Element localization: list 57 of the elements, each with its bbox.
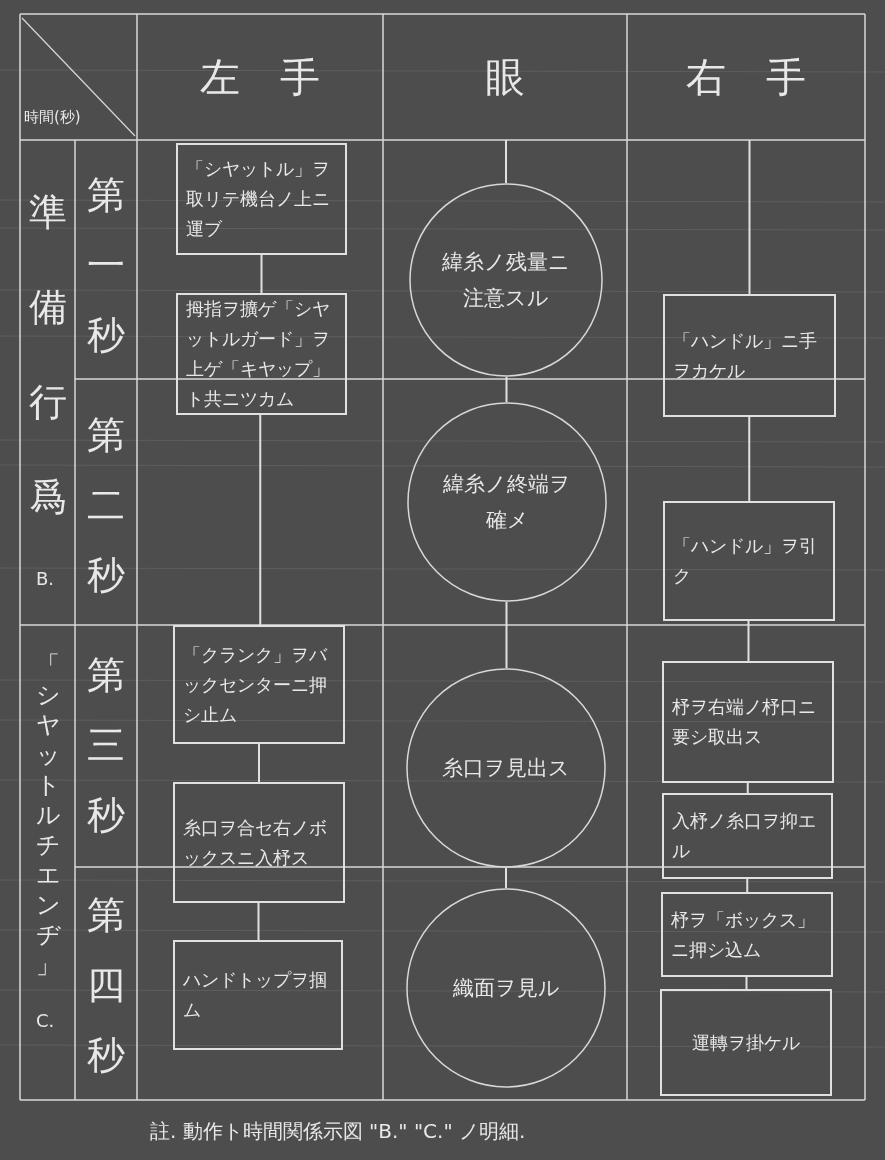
connector-line bbox=[259, 414, 262, 626]
action-text: 杼ヲ右端ノ杼口ニ要シ取出ス bbox=[672, 695, 817, 749]
column-header: 右手 bbox=[685, 53, 847, 102]
action-circle bbox=[406, 888, 606, 1088]
action-box bbox=[173, 940, 343, 1050]
action-box bbox=[662, 661, 834, 783]
action-box bbox=[662, 793, 833, 879]
action-text: 糸口ヲ合セ右ノボックスニ入杼ス bbox=[183, 815, 328, 870]
action-text: 「シヤットル」ヲ取リテ機台ノ上ニ運ブ bbox=[186, 157, 331, 241]
action-text: 緯糸ノ残量ニ注意スル bbox=[441, 249, 571, 312]
action-box bbox=[663, 294, 836, 417]
action-text: 拇指ヲ擴ゲ「シヤットルガード」ヲ上ゲ「キヤップ」ト共ニツカム bbox=[186, 297, 331, 411]
action-box bbox=[173, 782, 345, 903]
connector-line bbox=[257, 902, 260, 941]
connector-line bbox=[748, 139, 751, 295]
action-box bbox=[660, 989, 832, 1096]
action-box bbox=[661, 892, 833, 977]
action-text: 入杼ノ糸口ヲ抑エル bbox=[672, 809, 817, 863]
connector-line bbox=[505, 376, 508, 403]
second-label: 第二秒 bbox=[87, 412, 125, 599]
action-text: 杼ヲ「ボックス」ニ押シ込ム bbox=[671, 907, 816, 962]
action-box bbox=[176, 143, 347, 255]
action-text: ハンドトップヲ掴ム bbox=[183, 968, 328, 1022]
action-circle bbox=[407, 402, 607, 602]
row-group-mark: B. bbox=[36, 568, 55, 589]
connector-line bbox=[745, 976, 748, 990]
action-text: 緯糸ノ終端ヲ確メ bbox=[442, 471, 572, 534]
row-group-mark: C. bbox=[36, 1010, 55, 1031]
connector-line bbox=[505, 867, 507, 889]
column-header: 左手 bbox=[199, 53, 361, 102]
action-text: 「ハンドル」ニ手ヲカケル bbox=[673, 328, 818, 383]
action-text: 織面ヲ見ル bbox=[452, 975, 560, 1002]
action-circle bbox=[409, 183, 603, 377]
footnote-text: 註. 動作ト時間関係示図 "B." "C." ノ明細. bbox=[150, 1118, 526, 1145]
connector-line bbox=[746, 782, 749, 794]
second-label: 第三秒 bbox=[87, 652, 125, 839]
connector-line bbox=[505, 601, 508, 669]
connector-line bbox=[258, 743, 260, 783]
second-label: 第一秒 bbox=[87, 172, 125, 359]
action-box bbox=[663, 501, 835, 621]
action-text: 運轉ヲ掛ケル bbox=[692, 1030, 800, 1055]
connector-line bbox=[746, 878, 749, 893]
action-text: 糸口ヲ見出ス bbox=[442, 755, 570, 782]
action-box bbox=[173, 625, 345, 744]
connector-line bbox=[505, 139, 507, 184]
action-text: 「ハンドル」ヲ引ク bbox=[673, 534, 818, 588]
connector-line bbox=[747, 620, 750, 662]
connector-line bbox=[748, 416, 751, 502]
time-seconds-header: 時間(秒) bbox=[24, 108, 81, 127]
action-circle bbox=[406, 668, 606, 868]
second-label: 第四秒 bbox=[87, 892, 125, 1079]
action-text: 「クランク」ヲバックセンターニ押シ止ム bbox=[183, 642, 329, 727]
connector-line bbox=[260, 254, 263, 294]
row-group-label: 準備行爲 bbox=[28, 189, 67, 521]
action-box bbox=[176, 293, 347, 415]
column-header: 眼 bbox=[484, 53, 526, 102]
row-group-label: 「シヤットルチエンヂ」 bbox=[35, 650, 60, 980]
